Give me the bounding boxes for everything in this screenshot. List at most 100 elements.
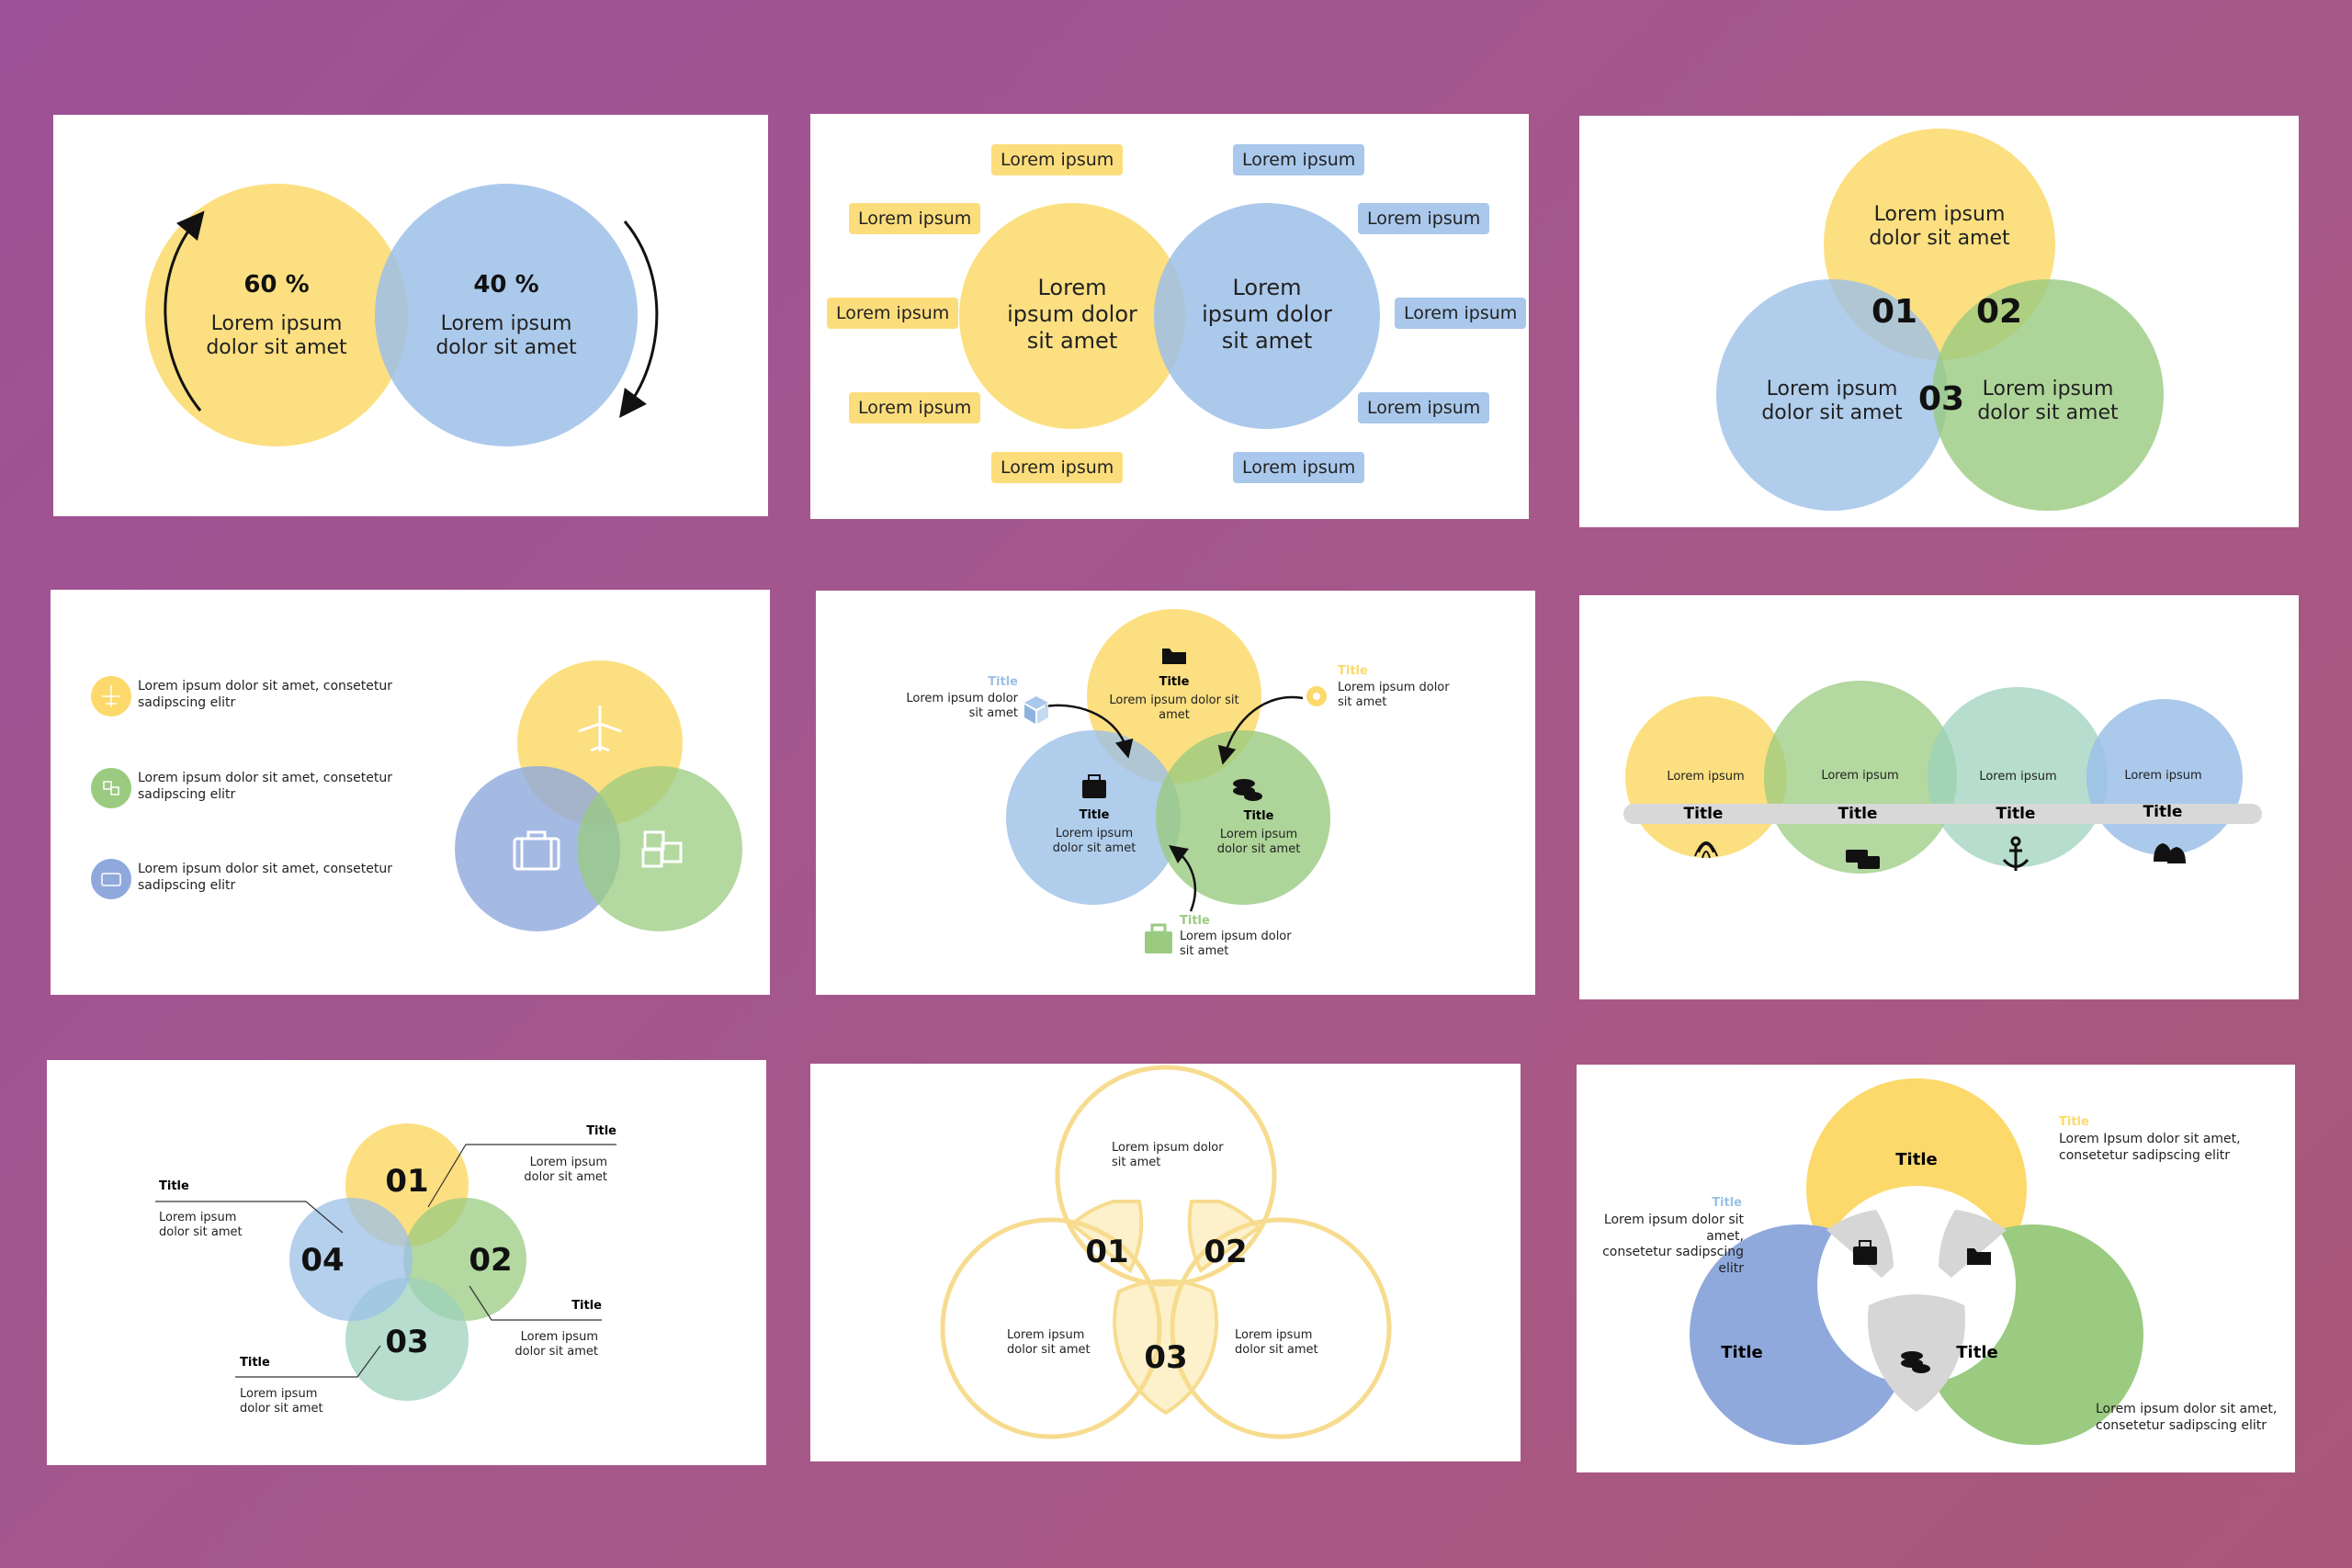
- top-circle-outline: [1055, 1065, 1277, 1287]
- four-circle-row: [1623, 681, 2262, 874]
- left-text: Lorem ipsum dolor sit amet: [1761, 378, 1903, 425]
- slide-four-circle-row[interactable]: Lorem ipsum Lorem ipsum Lorem ipsum Lore…: [1579, 595, 2299, 999]
- top-title: Title: [1159, 675, 1190, 689]
- tag-blue-5: Lorem ipsum: [1233, 452, 1365, 483]
- slide-two-circle-tags[interactable]: Lorem ipsum dolor sit amet Lorem ipsum d…: [810, 114, 1529, 519]
- callout-bottom-title: Title: [1180, 914, 1210, 928]
- top-text: Lorem ipsum dolor sit amet: [1869, 203, 2010, 251]
- label-1: Lorem ipsum: [1667, 770, 1745, 784]
- cube-icon: [1024, 696, 1048, 724]
- left-circle-outline: [940, 1217, 1162, 1439]
- number-04: 04: [300, 1242, 345, 1279]
- bells-icon: [2154, 843, 2186, 863]
- blue-circle: [375, 184, 638, 446]
- top-text: Lorem ipsum dolor sit amet: [1112, 1141, 1224, 1170]
- right-percent: 40 %: [473, 271, 539, 299]
- chat-icon: [1846, 850, 1880, 869]
- leader-left-bottom: [235, 1345, 381, 1378]
- callout-left-text: Lorem ipsum dolor sit amet: [906, 692, 1018, 721]
- slide-three-circle-callouts[interactable]: Title Lorem ipsum dolor sit amet Title L…: [816, 591, 1535, 995]
- callout-top-title: Title: [2059, 1115, 2089, 1129]
- tag-blue-3: Lorem ipsum: [1395, 298, 1527, 329]
- briefcase-icon: [1853, 1240, 1877, 1265]
- label-3: Lorem ipsum: [1979, 770, 2057, 784]
- slide-four-circle-numbered[interactable]: 01 02 03 04 Title Lorem ipsum dolor sit …: [47, 1060, 766, 1465]
- title-band: [1623, 804, 2262, 824]
- slide-three-circle-icons-list[interactable]: Lorem ipsum dolor sit amet, consetetur s…: [51, 590, 770, 995]
- callout-1-title: Title: [586, 1124, 616, 1138]
- tag-yellow-1: Lorem ipsum: [991, 144, 1124, 175]
- arrow-right: [1217, 695, 1304, 765]
- left-arc-arrow: [164, 210, 205, 412]
- green-circle: [1764, 681, 1957, 874]
- callout-3-text: Lorem ipsum dolor sit amet: [159, 1211, 243, 1240]
- right-text: Lorem ipsum dolor sit amet: [1235, 1328, 1318, 1358]
- number-03: 03: [1144, 1339, 1188, 1376]
- slide-three-circle-numbered[interactable]: Lorem ipsum dolor sit amet Lorem ipsum d…: [1579, 116, 2299, 527]
- top-title: Title: [1895, 1150, 1938, 1169]
- tag-blue-2: Lorem ipsum: [1358, 203, 1490, 234]
- blue-circle: [1716, 279, 1948, 511]
- number-01: 01: [1871, 293, 1918, 331]
- left-text: Lorem ipsum dolor sit amet: [206, 312, 347, 360]
- coins-icon: [1901, 1351, 1930, 1373]
- blue-circle: [1154, 203, 1380, 429]
- coins-icon: [1233, 779, 1262, 801]
- tag-yellow-5: Lorem ipsum: [991, 452, 1124, 483]
- number-02: 02: [1975, 293, 2023, 331]
- arrow-left: [1045, 704, 1134, 759]
- briefcase-icon: [1082, 774, 1106, 798]
- slide-three-circle-segmented[interactable]: Title Title Title Title Lorem Ipsum dolo…: [1577, 1065, 2295, 1472]
- left-text: Lorem ipsum dolor sit amet: [1007, 1328, 1091, 1358]
- left-title: Title: [1721, 1343, 1763, 1362]
- venn-three-circles: [1716, 129, 2164, 511]
- yellow-circle: [959, 203, 1185, 429]
- callout-left-text: Lorem ipsum dolor sit amet, consetetur s…: [1602, 1213, 1744, 1276]
- venn-four-circles: [155, 1123, 616, 1401]
- top-text: Lorem ipsum dolor sit amet: [1109, 694, 1239, 722]
- callout-left-title: Title: [1712, 1196, 1742, 1210]
- label-4: Lorem ipsum: [2124, 769, 2202, 783]
- right-text: Lorem ipsum dolor sit amet: [1977, 378, 2119, 425]
- tag-blue-4: Lorem ipsum: [1358, 392, 1490, 423]
- list-item-2-text: Lorem ipsum dolor sit amet, consetetur s…: [138, 771, 393, 802]
- fingerprint-icon: [1694, 841, 1718, 859]
- arrow-bottom: [1169, 844, 1196, 912]
- list-item-3-text: Lorem ipsum dolor sit amet, consetetur s…: [138, 862, 393, 893]
- callout-3-title: Title: [159, 1179, 189, 1193]
- venn-two-circles: [145, 184, 659, 446]
- number-01: 01: [1085, 1234, 1129, 1270]
- callout-2-text: Lorem ipsum dolor sit amet: [514, 1330, 598, 1359]
- tag-yellow-4: Lorem ipsum: [849, 392, 981, 423]
- slate-blue-circle: [455, 766, 620, 931]
- right-title: Title: [1243, 809, 1274, 823]
- yellow-circle: [145, 184, 408, 446]
- right-title: Title: [1956, 1343, 1998, 1362]
- leader-left-top: [155, 1201, 344, 1234]
- blue-circle: [289, 1198, 413, 1321]
- left-text: Lorem ipsum dolor sit amet: [1052, 827, 1136, 855]
- right-text: Lorem ipsum dolor sit amet: [1216, 828, 1301, 856]
- blue-circle: [1006, 730, 1181, 905]
- number-02: 02: [469, 1242, 513, 1279]
- slide-three-circle-outline[interactable]: Lorem ipsum dolor sit amet Lorem ipsum d…: [810, 1064, 1521, 1461]
- label-2: Lorem ipsum: [1821, 769, 1899, 783]
- suitcase-icon: [513, 830, 560, 871]
- venn-outline: [940, 1065, 1392, 1439]
- slide-two-circle-percent[interactable]: 60 % Lorem ipsum dolor sit amet 40 % Lor…: [53, 115, 768, 516]
- right-circle-text: Lorem ipsum dolor sit amet: [1202, 275, 1332, 354]
- callout-right-text: Lorem ipsum dolor sit amet: [1338, 681, 1450, 710]
- title-2: Title: [1838, 805, 1878, 823]
- boxes-icon: [641, 830, 683, 868]
- number-01: 01: [385, 1163, 429, 1200]
- callout-left-title: Title: [988, 675, 1018, 689]
- callout-2-title: Title: [571, 1299, 602, 1313]
- left-title: Title: [1079, 808, 1110, 822]
- callout-right-text: Lorem ipsum dolor sit amet, consetetur s…: [2096, 1402, 2278, 1433]
- tag-blue-1: Lorem ipsum: [1233, 144, 1365, 175]
- title-1: Title: [1683, 805, 1724, 823]
- folder-icon: [1967, 1248, 1991, 1265]
- right-text: Lorem ipsum dolor sit amet: [435, 312, 577, 360]
- right-arc-arrow: [619, 220, 659, 419]
- callout-top-text: Lorem Ipsum dolor sit amet, consetetur s…: [2059, 1132, 2241, 1163]
